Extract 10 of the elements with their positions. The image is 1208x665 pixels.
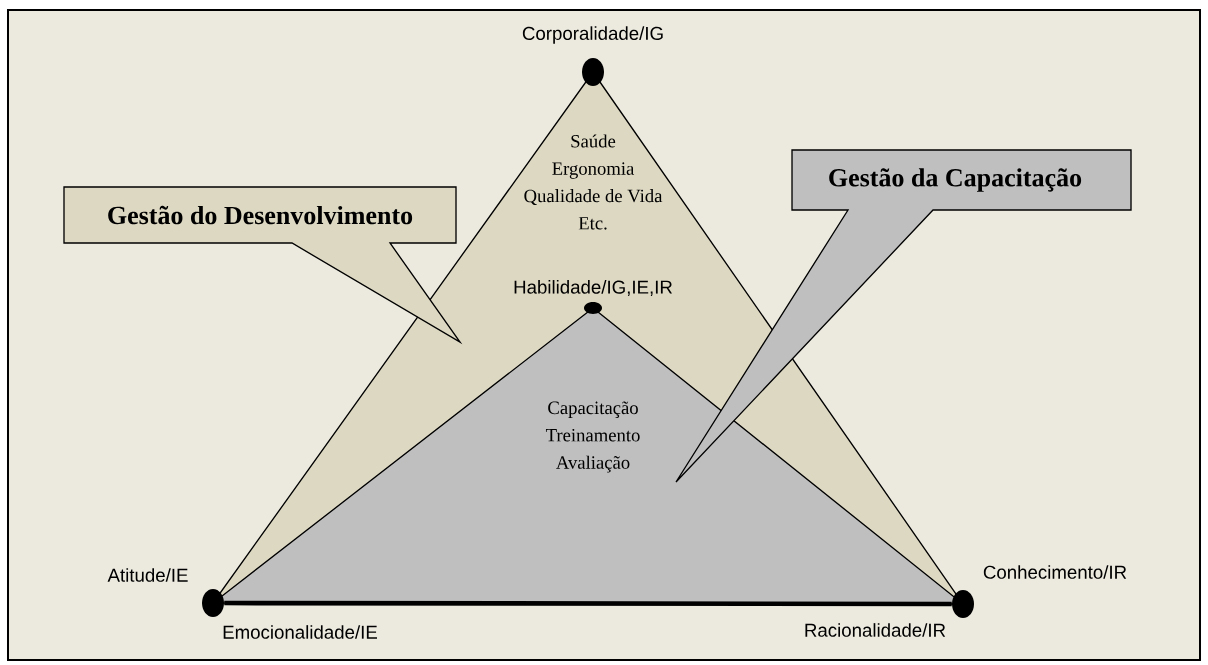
vertex-label: Atitude/IE [107,568,188,582]
vertex-label: Emocionalidade/IE [223,625,377,639]
callout-box: Gestão do Desenvolvimento [63,186,463,345]
vertex-label: Conhecimento/IR [983,565,1127,579]
callout-box: Gestão da Capacitação [675,149,1132,483]
baseline [224,600,952,607]
vertex-label: Corporalidade/IG [522,26,663,44]
vertex-label: Racionalidade/IR [805,623,946,637]
triangle: Capacitação Treinamento Avaliação [213,307,963,604]
vertex-label: Habilidade/IG,IE,IR [514,280,672,296]
